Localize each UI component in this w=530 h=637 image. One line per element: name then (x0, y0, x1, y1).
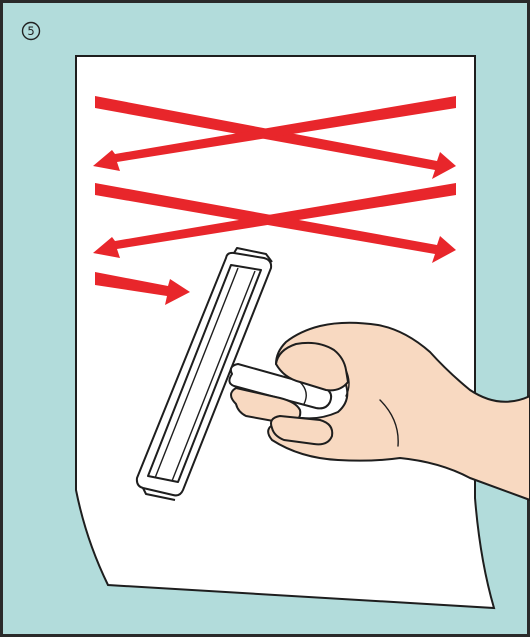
step-number: 5 (27, 24, 34, 38)
